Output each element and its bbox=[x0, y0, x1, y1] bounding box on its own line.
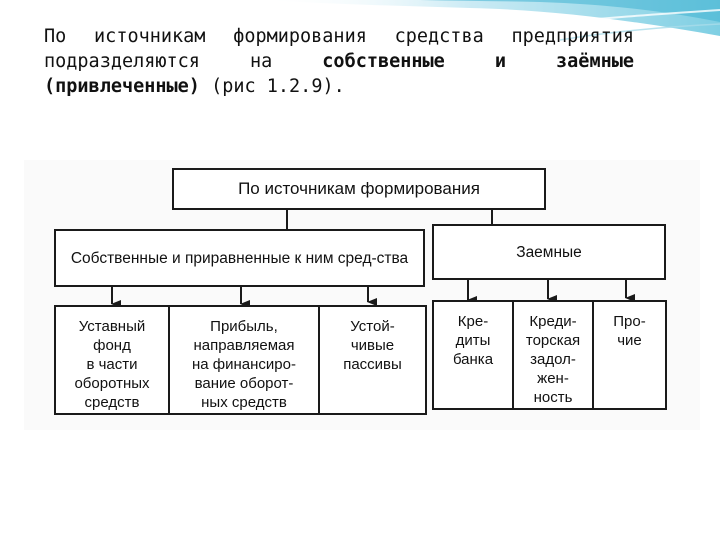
borrowed-funds-items: Кре- диты банка Креди- торская задол- же… bbox=[432, 300, 667, 410]
leaf-charter-fund: Уставный фонд в части оборотных средств bbox=[74, 318, 150, 411]
intro-paragraph: По источникам формирования средства пред… bbox=[44, 24, 634, 99]
intro-text-bold: собственные и заёмные (привлеченные) bbox=[44, 51, 634, 97]
borrowed-funds-node: Заемные bbox=[432, 224, 666, 280]
root-node: По источникам формирования bbox=[172, 168, 546, 210]
intro-text-end: (рис 1.2.9). bbox=[199, 76, 345, 97]
leaf-payables: Креди- торская задол- жен- ность bbox=[512, 302, 592, 408]
leaf-other: Про- чие bbox=[592, 302, 665, 408]
own-funds-items: Уставный фонд в части оборотных средств … bbox=[54, 305, 427, 415]
leaf-profit: Прибыль, направляемая на финансиро- вани… bbox=[168, 307, 318, 413]
intro-text-start: По источникам формирования средства пред… bbox=[44, 26, 634, 72]
leaf-bank-credits: Кре- диты банка bbox=[452, 313, 494, 368]
own-funds-node: Собственные и приравненные к ним сред-ст… bbox=[54, 229, 425, 287]
leaf-stable-liabilities: Устой- чивые пассивы bbox=[318, 307, 425, 413]
